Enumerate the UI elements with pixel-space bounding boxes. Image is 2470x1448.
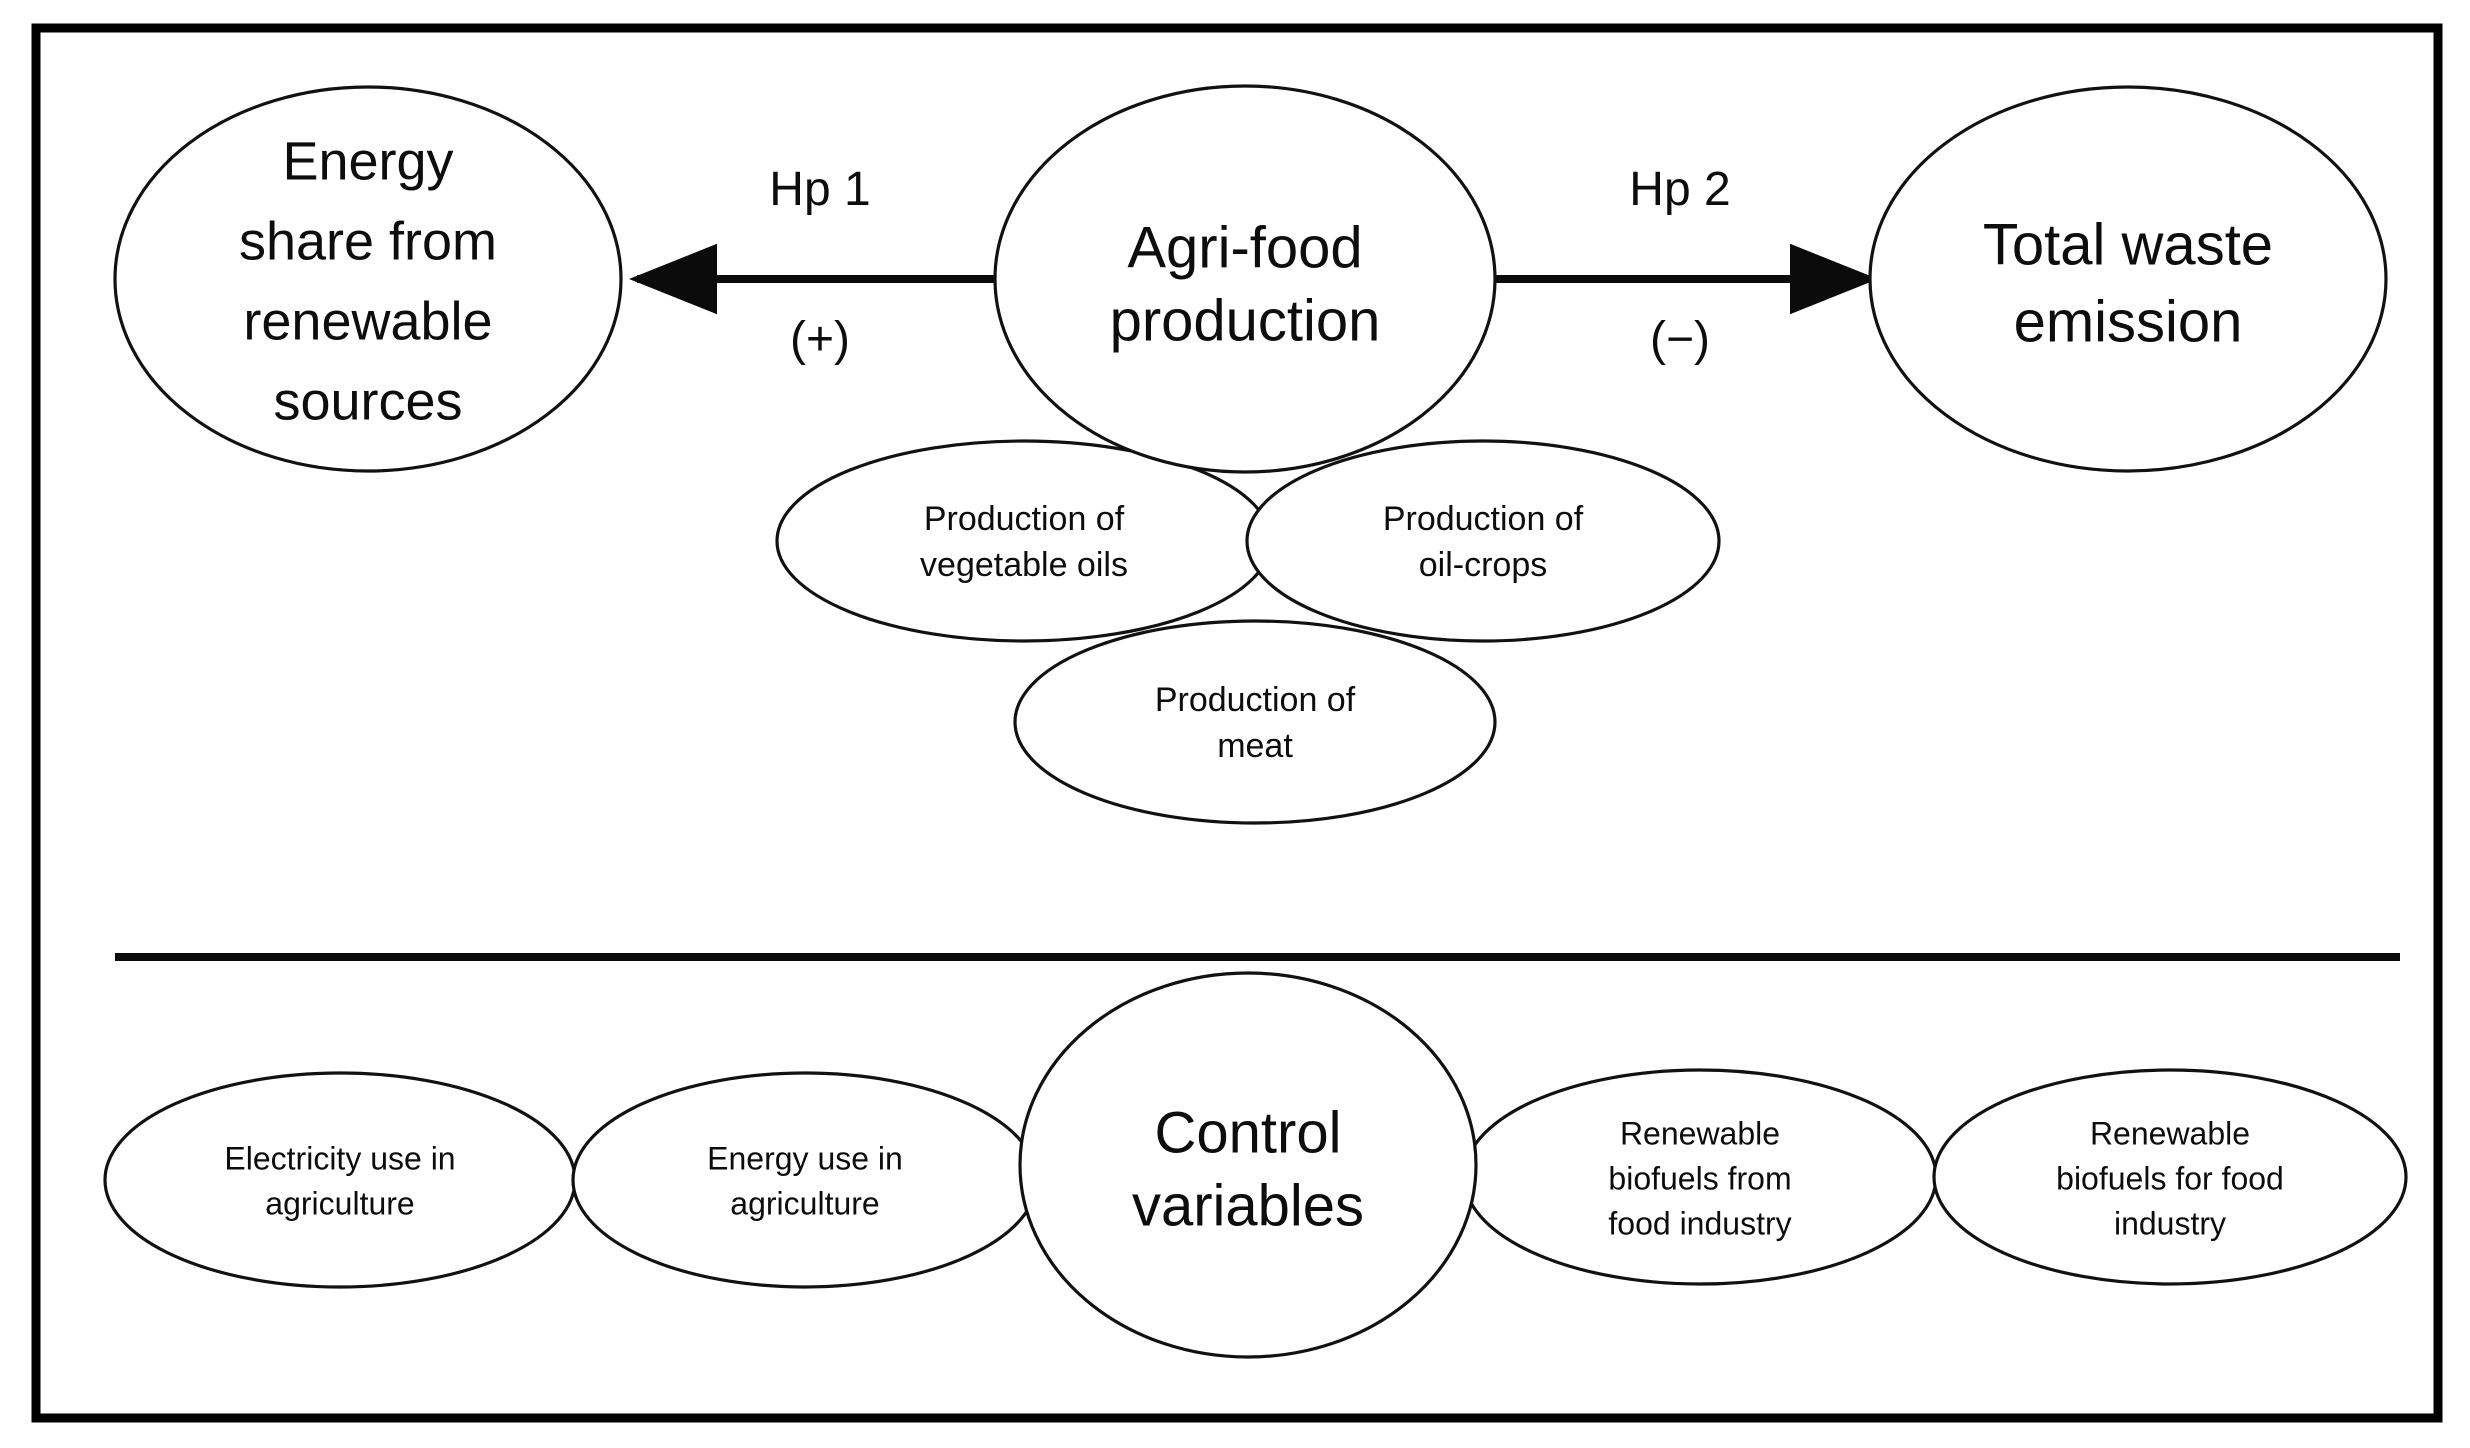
node-ellipse [103, 1071, 577, 1289]
node-ellipse [1245, 439, 1721, 643]
node-label-line-2: biofuels for food [2056, 1160, 2284, 1196]
node-label-line-1: Renewable [1620, 1115, 1780, 1151]
node-ellipse [571, 1071, 1039, 1289]
node-label-line-1: Control [1155, 1100, 1342, 1165]
node-label-line-1: Agri-food [1127, 215, 1362, 280]
node-ellipse [993, 84, 1497, 474]
node-label-line-2: oil-crops [1419, 546, 1547, 584]
node-production-of-meat[interactable]: Production of meat [1013, 619, 1497, 825]
node-label-line-1: Production of [1155, 681, 1356, 719]
node-ellipse [113, 85, 623, 473]
node-label-line-2: variables [1132, 1173, 1364, 1238]
edge-hypothesis-1-label: Hp 1 [769, 163, 870, 216]
node-label-line-1: Production of [924, 500, 1125, 538]
node-label-line-1: Electricity use in [224, 1140, 455, 1176]
node-renewable-biofuels-from-food-industry[interactable]: Renewable biofuels from food industry [1462, 1068, 1938, 1286]
edge-hypothesis-1-sign: (+) [790, 313, 850, 366]
node-label-line-1: Renewable [2090, 1115, 2250, 1151]
node-electricity-use-in-agriculture[interactable]: Electricity use in agriculture [103, 1071, 577, 1289]
node-ellipse [1932, 1068, 2408, 1286]
node-label-line-2: agriculture [730, 1185, 879, 1221]
node-ellipse [1013, 619, 1497, 825]
node-renewable-biofuels-for-food-industry[interactable]: Renewable biofuels for food industry [1932, 1068, 2408, 1286]
node-label-line-1: Energy use in [707, 1140, 903, 1176]
outer-frame-border [31, 23, 2443, 1423]
node-label-line-2: production [1110, 288, 1381, 353]
node-label-line-4: sources [273, 371, 462, 431]
edge-hypothesis-2-label: Hp 2 [1629, 163, 1730, 216]
node-label-line-2: agriculture [265, 1185, 414, 1221]
node-label-line-2: vegetable oils [920, 546, 1128, 584]
node-production-of-vegetable-oils[interactable]: Production of vegetable oils [775, 439, 1273, 643]
node-energy-use-in-agriculture[interactable]: Energy use in agriculture [571, 1071, 1039, 1289]
node-control-variables[interactable]: Control variables [1018, 971, 1478, 1359]
node-total-waste-emission[interactable]: Total waste emission [1868, 85, 2388, 473]
node-label-line-2: biofuels from [1608, 1160, 1791, 1196]
node-label-line-3: industry [2114, 1205, 2226, 1241]
node-ellipse [1868, 85, 2388, 473]
node-label-line-2: emission [2014, 289, 2243, 354]
node-label-line-1: Production of [1383, 500, 1584, 538]
node-label-line-1: Total waste [1983, 212, 2273, 277]
node-ellipse [775, 439, 1273, 643]
node-label-line-1: Energy [282, 131, 453, 191]
node-ellipse [1018, 971, 1478, 1359]
node-label-line-2: share from [239, 211, 497, 271]
node-label-line-2: meat [1217, 727, 1293, 765]
node-label-line-3: food industry [1608, 1205, 1791, 1241]
node-energy-share-from-renewable-sources[interactable]: Energy share from renewable sources [113, 85, 623, 473]
edge-hypothesis-2-sign: (−) [1650, 313, 1710, 366]
node-production-of-oil-crops[interactable]: Production of oil-crops [1245, 439, 1721, 643]
node-agri-food-production[interactable]: Agri-food production [993, 84, 1497, 474]
node-label-line-3: renewable [243, 291, 492, 351]
